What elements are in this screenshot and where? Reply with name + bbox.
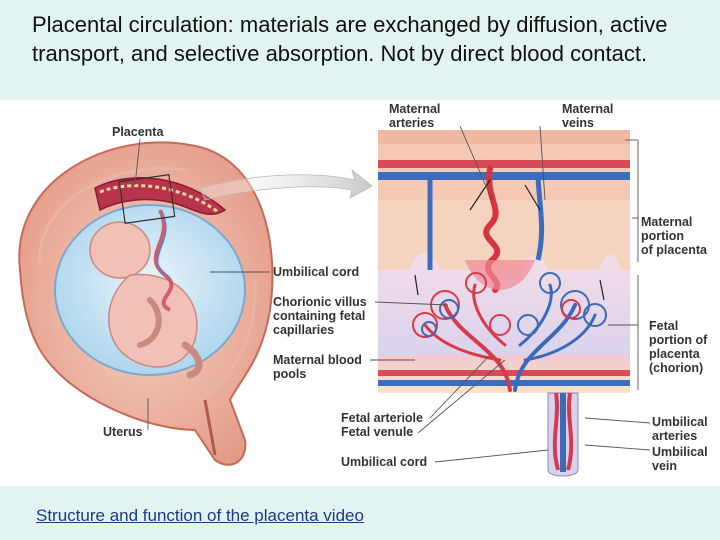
label-chorionic-villus-3: capillaries [273, 323, 334, 337]
label-maternal-portion-1: Maternal [641, 215, 692, 229]
label-maternal-veins-1: Maternal [562, 102, 613, 116]
label-maternal-arteries-1: Maternal [389, 102, 440, 116]
title-area: Placental circulation: materials are exc… [0, 0, 720, 100]
placenta-video-link[interactable]: Structure and function of the placenta v… [36, 506, 364, 526]
label-maternal-arteries-2: arteries [389, 116, 434, 130]
label-umbilical-arteries-1: Umbilical [652, 415, 708, 429]
label-uterus: Uterus [103, 425, 143, 439]
label-fetal-venule: Fetal venule [341, 425, 413, 439]
label-maternal-veins-2: veins [562, 116, 594, 130]
label-umbilical-cord-bottom: Umbilical cord [341, 455, 427, 469]
label-umbilical-vein-2: vein [652, 459, 677, 473]
label-umbilical-arteries-2: arteries [652, 429, 697, 443]
label-fetal-portion-2: portion of [649, 333, 708, 347]
footer-area: Structure and function of the placenta v… [0, 486, 720, 540]
label-chorionic-villus-2: containing fetal [273, 309, 365, 323]
label-maternal-blood-1: Maternal blood [273, 353, 362, 367]
label-umbilical-cord-left: Umbilical cord [273, 265, 359, 279]
label-umbilical-vein-1: Umbilical [652, 445, 708, 459]
label-placenta: Placenta [112, 125, 164, 139]
label-maternal-portion-3: of placenta [641, 243, 708, 257]
label-chorionic-villus-1: Chorionic villus [273, 295, 367, 309]
slide-title: Placental circulation: materials are exc… [32, 10, 712, 68]
label-maternal-portion-2: portion [641, 229, 684, 243]
label-fetal-arteriole: Fetal arteriole [341, 411, 423, 425]
label-fetal-portion-4: (chorion) [649, 361, 703, 375]
label-maternal-blood-2: pools [273, 367, 306, 381]
placenta-diagram: Placenta Maternal arteries Maternal vein… [0, 100, 720, 486]
placenta-illustration: Placenta Maternal arteries Maternal vein… [0, 100, 720, 486]
label-fetal-portion-3: placenta [649, 347, 701, 361]
label-fetal-portion-1: Fetal [649, 319, 678, 333]
